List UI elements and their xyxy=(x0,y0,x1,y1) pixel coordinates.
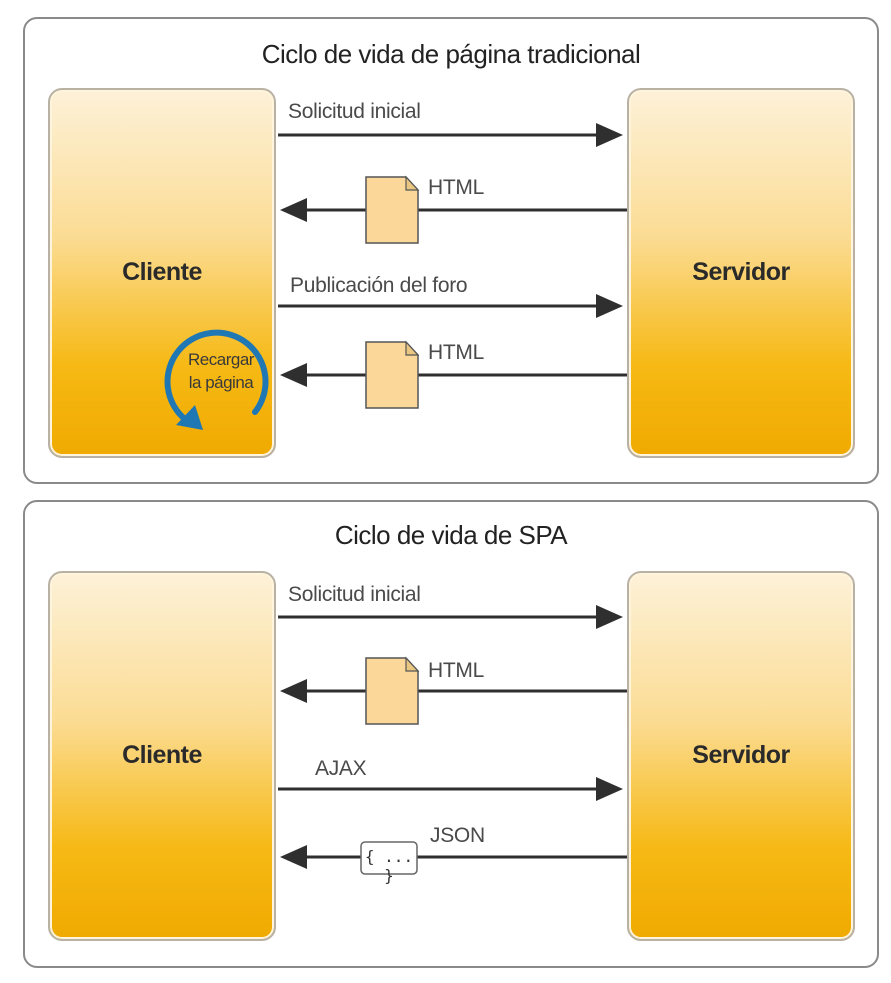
traditional-client-box: Cliente xyxy=(48,88,276,458)
message-label-forum-post-top: Publicación del foro xyxy=(290,274,468,297)
spa-client-label: Cliente xyxy=(122,741,202,769)
reload-page-label-line1: Recargar xyxy=(188,350,254,369)
traditional-lifecycle-title: Ciclo de vida de página tradicional xyxy=(261,39,641,69)
spa-server-label: Servidor xyxy=(692,741,790,769)
message-label-ajax-spa: AJAX xyxy=(315,757,367,780)
spa-server-box: Servidor xyxy=(627,571,855,941)
traditional-server-box: Servidor xyxy=(627,88,855,458)
message-label-html-1-top: HTML xyxy=(428,176,484,199)
message-label-initial-request-top: Solicitud inicial xyxy=(288,100,421,123)
message-label-html-spa: HTML xyxy=(428,659,484,682)
traditional-client-label: Cliente xyxy=(122,258,202,286)
message-label-json-spa: JSON xyxy=(430,824,485,847)
spa-client-box: Cliente xyxy=(48,571,276,941)
reload-page-label-line2: la página xyxy=(188,373,254,392)
json-bracket-icon-text: { ... } xyxy=(364,847,414,885)
spa-lifecycle-title: Ciclo de vida de SPA xyxy=(334,520,568,550)
reload-page-label: Recargar la página xyxy=(180,348,262,394)
message-label-initial-request-spa: Solicitud inicial xyxy=(288,583,421,606)
message-label-html-2-top: HTML xyxy=(428,341,484,364)
traditional-server-label: Servidor xyxy=(692,258,790,286)
